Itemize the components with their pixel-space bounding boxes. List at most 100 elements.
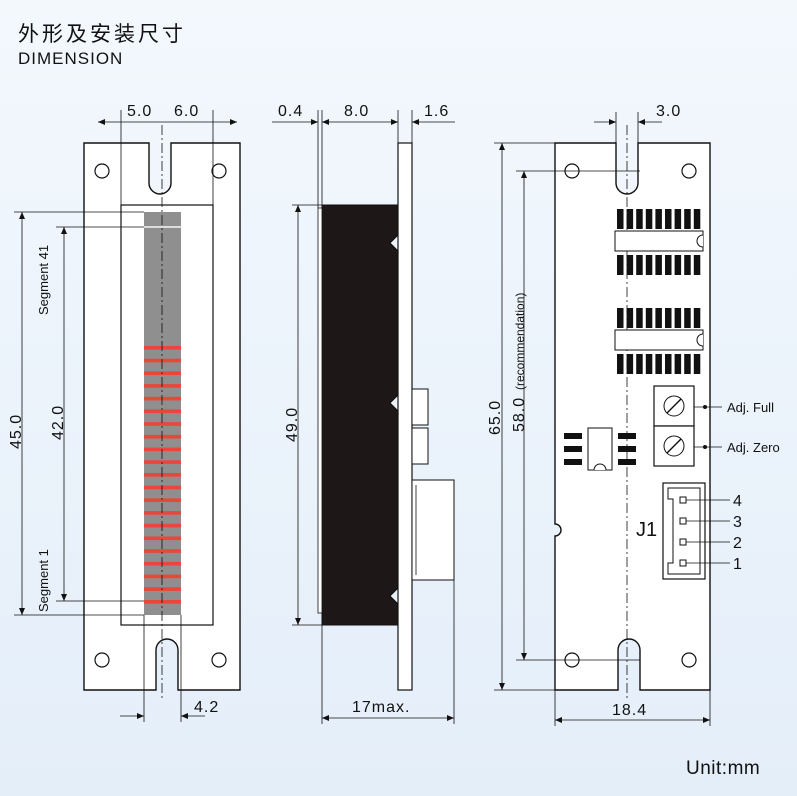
ic-pad (618, 446, 636, 452)
ic-pad (626, 255, 634, 275)
lit-segment (144, 422, 181, 426)
ic-pad (665, 209, 672, 229)
dim-depth: 8.0 (344, 103, 369, 120)
lit-segment (144, 587, 181, 591)
label-segment-41: Segment 41 (36, 245, 51, 315)
ic-pad (618, 433, 636, 439)
j1-pin-label: 1 (733, 556, 742, 573)
label-adj-full: Adj. Full (727, 400, 774, 415)
ic-pads (564, 209, 701, 465)
back-view: Adj. Full Adj. Zero 4 3 2 1 J1 3.0 65.0 58.… (487, 103, 780, 726)
lit-segment (144, 600, 181, 604)
side-view: 0.4 8.0 1.6 49.0 17max. (272, 103, 455, 724)
j1-pin-2 (679, 538, 687, 546)
label-adj-zero: Adj. Zero (727, 440, 780, 455)
ic-pad (674, 209, 682, 229)
lit-segment (144, 498, 181, 502)
ic-pad (564, 459, 582, 465)
dim-height-segments: 42.0 (50, 405, 67, 440)
side-connector (411, 479, 455, 581)
ic-pad (564, 433, 582, 439)
side-pcb (397, 142, 413, 691)
dim-total-depth: 17max. (352, 699, 410, 716)
dim-gap: 0.4 (278, 103, 303, 120)
dim-side-height: 49.0 (284, 407, 301, 442)
ic-pad (626, 209, 634, 229)
ic-pad (674, 354, 682, 374)
front-view: 5.0 6.0 45.0 42.0 Segment 41 Segment 1 4… (8, 103, 241, 722)
dim-back-height: 65.0 (487, 400, 504, 435)
ic-pad (636, 354, 643, 374)
side-component-2 (411, 427, 429, 465)
side-component-1 (411, 388, 429, 426)
dim-back-width: 18.4 (612, 702, 647, 719)
ic-pad (674, 255, 682, 275)
ic-pad (684, 308, 691, 328)
ic-pad (665, 255, 672, 275)
front-mount-hole-tl (94, 163, 110, 179)
lit-segment (144, 371, 181, 375)
ic-pad (626, 354, 634, 374)
lit-segment (144, 511, 181, 515)
ic-pad (693, 255, 701, 275)
ic-pad (665, 354, 672, 374)
ic-pad (693, 209, 701, 229)
lit-segment (144, 460, 181, 464)
front-mount-hole-tr (211, 163, 227, 179)
ic-pad (636, 308, 643, 328)
ic-pad (674, 308, 682, 328)
ic-pad (645, 209, 653, 229)
dim-bottom: 4.2 (194, 699, 219, 716)
lit-segment (144, 396, 181, 401)
side-display-body (321, 204, 399, 626)
front-mount-hole-br (211, 652, 227, 668)
unit-label: Unit:mm (686, 758, 761, 779)
ic-pad (617, 354, 624, 374)
ic-pad (618, 459, 636, 465)
lit-segment (144, 384, 181, 388)
side-display-edge (317, 207, 323, 614)
ic-pad (665, 308, 672, 328)
ic-pad (636, 209, 643, 229)
ic-pad (626, 308, 634, 328)
ic-pad (655, 209, 662, 229)
ic-pad (645, 308, 653, 328)
dim-hole-note: (recommendation) (513, 293, 527, 390)
label-j1: J1 (636, 519, 657, 541)
lit-segment (144, 358, 181, 363)
dim-pcb: 1.6 (424, 103, 449, 120)
ic-pad (564, 446, 582, 452)
j1-pin-label: 4 (733, 493, 742, 510)
dim-hole-spacing: 58.0 (511, 397, 528, 432)
ic-chip-1 (614, 230, 704, 252)
lit-segment (144, 523, 181, 528)
j1-pin-label: 3 (733, 514, 742, 531)
ic-pad (684, 255, 691, 275)
lit-segment (144, 485, 181, 490)
lit-segment (144, 574, 181, 579)
dim-back-top: 3.0 (656, 103, 681, 120)
ic-chip-2 (614, 329, 704, 351)
lit-segment (144, 473, 181, 477)
ic-pad (636, 255, 643, 275)
j1-pin-1 (679, 559, 687, 567)
ic-pad (684, 209, 691, 229)
j1-pins: 4 3 2 1 (679, 493, 742, 573)
ic-pad (655, 354, 662, 374)
title-english: DIMENSION (18, 49, 124, 68)
j1-pin-label: 2 (733, 535, 742, 552)
dim-top-left: 5.0 (127, 103, 152, 120)
ic-pad (617, 255, 624, 275)
lit-segment (144, 409, 181, 414)
title-chinese: 外形及安装尺寸 (18, 22, 186, 46)
dim-height-total: 45.0 (8, 414, 25, 449)
ic-pad (655, 255, 662, 275)
j1-pin-4 (679, 496, 687, 504)
ic-pad (617, 209, 624, 229)
ic-pad (645, 354, 653, 374)
lit-segment (144, 346, 181, 350)
dim-top-right: 6.0 (174, 103, 199, 120)
lit-segment (144, 434, 181, 439)
ic-pad (693, 354, 701, 374)
